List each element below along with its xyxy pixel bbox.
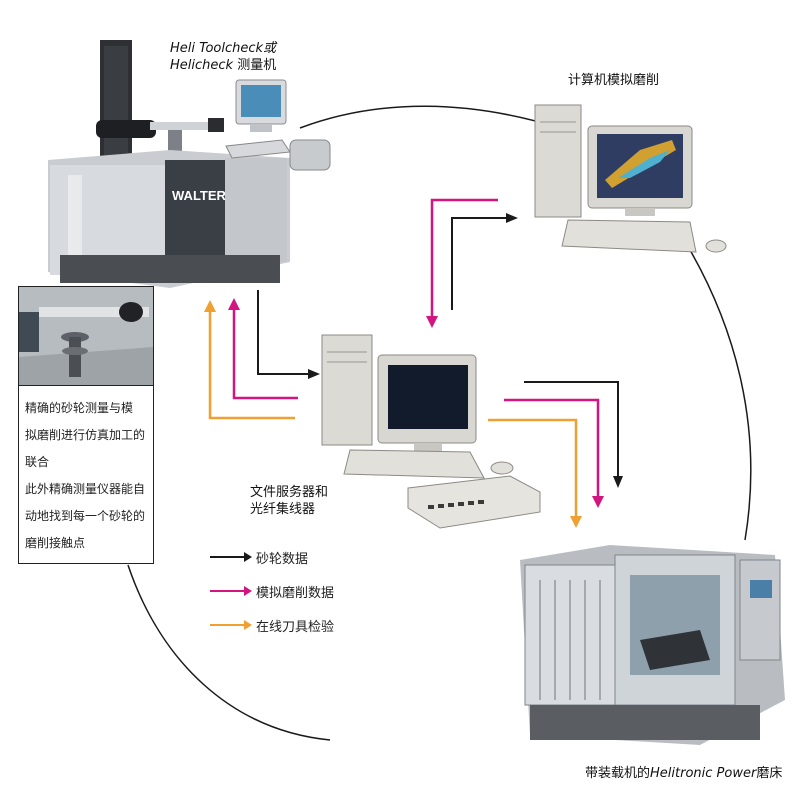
orange-arrowhead-right xyxy=(570,516,582,528)
black-arrow-left xyxy=(257,290,310,375)
machine-label-suffix: 磨床 xyxy=(756,766,783,781)
cycle-arc-top xyxy=(299,105,561,129)
note-line2: 拟磨削进行仿真加工的 xyxy=(25,428,146,442)
toolcheck-label-rest: 测量机 xyxy=(233,58,277,73)
toolcheck-label-line2: Helicheck 测量机 xyxy=(170,57,276,74)
legend-item-wheel-data: 砂轮数据 xyxy=(210,540,334,574)
black-arrow-right xyxy=(524,381,619,478)
note-line5: 动地找到每一个砂轮的 xyxy=(25,509,146,523)
note-text: 精确的砂轮测量与模 拟磨削进行仿真加工的 联合 此外精确测量仪器能自 动地找到每… xyxy=(25,395,149,557)
magenta-arrowhead-top xyxy=(426,316,438,328)
file-server-computer xyxy=(321,334,541,529)
magenta-arrowhead-right xyxy=(592,496,604,508)
computer-sim-label: 计算机模拟磨削 xyxy=(568,73,660,88)
toolcheck-label-line1: Heli Toolcheck或 xyxy=(170,41,277,56)
note-line4: 此外精确测量仪器能自 xyxy=(25,482,146,496)
orange-arrow-right xyxy=(488,418,578,518)
machine-label: 带装载机的Helitronic Power磨床 xyxy=(585,765,782,782)
black-arrowhead-left xyxy=(308,369,320,379)
helitronic-grinder xyxy=(520,545,785,745)
legend-label-inspection: 在线刀具检验 xyxy=(256,619,335,635)
simulation-computer xyxy=(534,104,727,253)
black-arrowhead-top xyxy=(506,213,518,223)
legend-label-wheel-data: 砂轮数据 xyxy=(256,551,309,567)
magenta-arrow-top xyxy=(430,198,498,318)
black-arrowhead-right xyxy=(613,476,623,488)
note-line1: 精确的砂轮测量与模 xyxy=(25,401,134,415)
note-box: 精确的砂轮测量与模 拟磨削进行仿真加工的 联合 此外精确测量仪器能自 动地找到每… xyxy=(18,286,154,564)
magenta-arrow-left xyxy=(232,308,298,400)
cycle-arc-left xyxy=(127,564,331,741)
legend-arrow-magenta xyxy=(210,586,252,596)
file-server-label: 文件服务器和 光纤集线器 xyxy=(250,484,328,518)
legend-arrow-black xyxy=(210,552,252,562)
legend-item-inspection: 在线刀具检验 xyxy=(210,608,334,642)
magenta-arrow-right xyxy=(504,398,600,498)
note-line3: 联合 xyxy=(25,455,50,469)
black-arrow-top xyxy=(451,217,508,310)
toolcheck-label-helicheck: Helicheck xyxy=(170,58,234,73)
legend-label-sim-data: 模拟磨削数据 xyxy=(256,585,335,601)
orange-arrowhead-left xyxy=(204,300,216,312)
legend-arrow-orange xyxy=(210,620,252,630)
legend-item-sim-data: 模拟磨削数据 xyxy=(210,574,334,608)
magenta-arrowhead-left xyxy=(228,298,240,310)
walter-brand: WALTER xyxy=(172,188,227,203)
note-line6: 磨削接触点 xyxy=(25,536,86,550)
file-server-line2: 光纤集线器 xyxy=(250,502,316,517)
cycle-arc-right xyxy=(689,249,752,541)
legend: 砂轮数据 模拟磨削数据 在线刀具检验 xyxy=(210,540,334,642)
orange-arrow-left xyxy=(208,310,295,420)
machine-label-prefix: 带装载机的 xyxy=(585,766,651,781)
grinding-wheel-photo xyxy=(19,287,153,386)
file-server-line1: 文件服务器和 xyxy=(250,485,329,500)
toolcheck-machine: WALTER xyxy=(48,40,331,288)
toolcheck-label: Heli Toolcheck或 Helicheck 测量机 xyxy=(170,40,276,74)
machine-label-italic: Helitronic Power xyxy=(650,766,757,781)
